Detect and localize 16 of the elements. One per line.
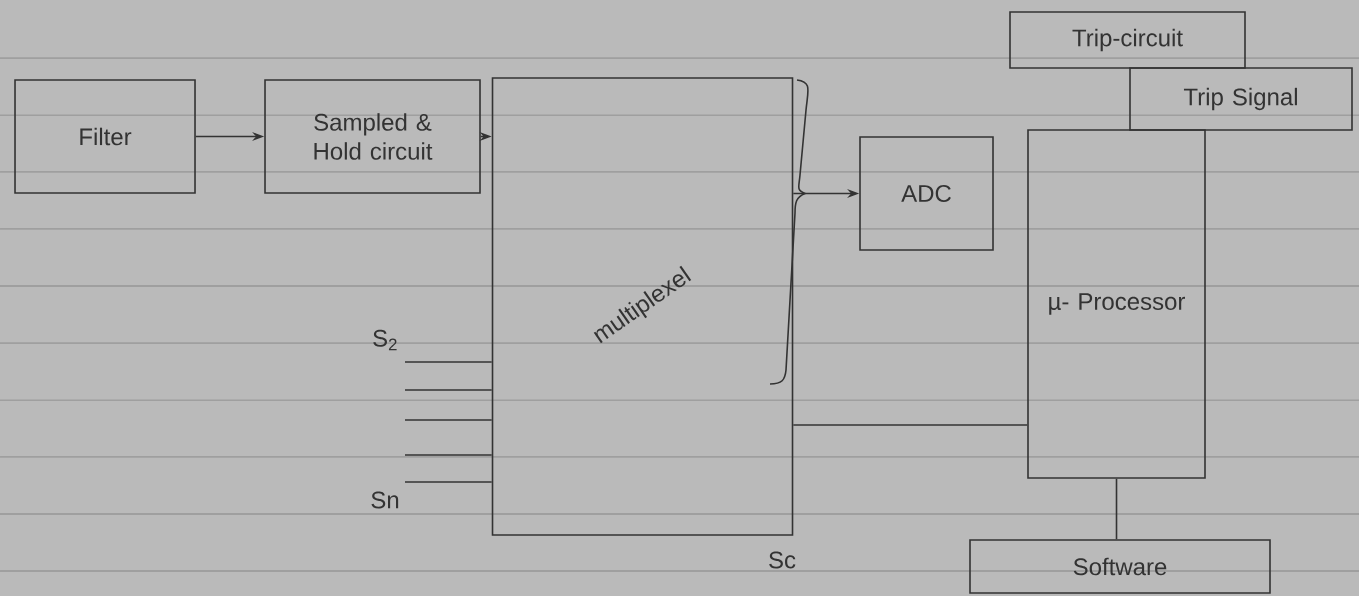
block-box: Trip-circuit — [1009, 11, 1246, 69]
block-box: Trip Signal — [1129, 67, 1353, 131]
signal-label: Sn — [371, 491, 399, 509]
block-box: µ- Processor — [1027, 129, 1206, 479]
connector-line — [404, 454, 493, 456]
signal-label: S$_{2}$ — [373, 329, 397, 351]
block-box: ADC — [859, 136, 994, 251]
connector-line — [1115, 478, 1118, 540]
connector-line — [404, 481, 493, 483]
connector-line — [404, 361, 493, 363]
connector-line — [404, 419, 493, 421]
connector-line — [792, 424, 1028, 426]
connector-line — [404, 389, 493, 391]
block-box: Sampled & Hold circuit — [264, 79, 481, 194]
block-box: Software — [969, 539, 1271, 594]
block-box: Filter — [14, 79, 196, 194]
